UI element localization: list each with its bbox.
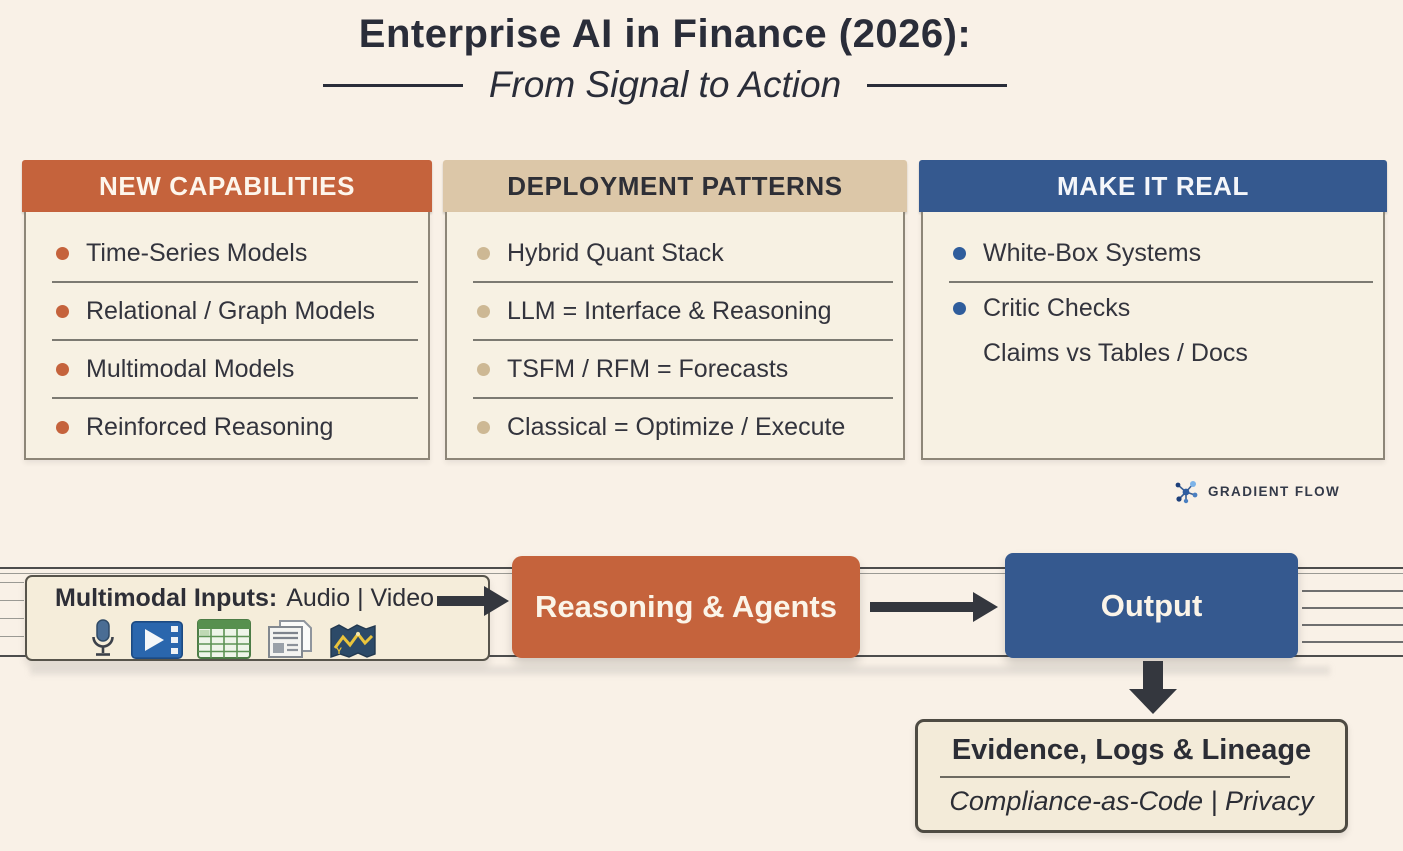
bullet-icon [477,246,490,260]
band-shadow [30,666,1330,675]
bullet-icon [953,301,966,315]
bullet-icon [477,420,490,434]
microphone-icon [92,619,114,656]
item-divider [473,281,893,283]
ruled-line [0,582,24,583]
ruled-line [1302,641,1403,643]
column-deployment-patterns: DEPLOYMENT PATTERNS Hybrid Quant Stack L… [443,160,907,460]
evidence-title: Evidence, Logs & Lineage [951,734,1312,766]
evidence-divider [940,776,1290,778]
column-new-capabilities: NEW CAPABILITIES Time-Series Models Rela… [22,160,432,460]
inputs-label-bold: Multimodal Inputs: [55,584,278,612]
subtitle-rule-right [867,83,1008,87]
list-item: Relational / Graph Models [26,283,428,339]
list-item-label: Classical = Optimize / Execute [507,412,846,441]
ruled-line [1302,590,1403,592]
subtitle-row: From Signal to Action [0,64,1330,106]
item-divider [949,281,1373,283]
arrow-right-icon [870,590,998,624]
multimodal-inputs-label: Multimodal Inputs: Audio | Video [55,584,434,613]
line-chart-icon: Y [330,624,376,658]
ruled-line [1302,607,1403,609]
video-player-icon [131,621,183,659]
ruled-line [0,618,24,619]
column-body: Hybrid Quant Stack LLM = Interface & Rea… [445,212,905,460]
list-item-label: Reinforced Reasoning [86,412,334,441]
bullet-icon [56,362,69,376]
item-divider [52,339,418,341]
list-item: Classical = Optimize / Execute [447,399,903,455]
item-divider [52,281,418,283]
reasoning-agents-label: Reasoning & Agents [535,589,837,624]
spreadsheet-icon [197,619,251,659]
item-divider [473,397,893,399]
ruled-line [1302,624,1403,626]
logo-wordmark: GRADIENT FLOW [1208,484,1341,499]
ruled-line [0,636,24,637]
bullet-icon [56,246,69,260]
evidence-box: Evidence, Logs & Lineage Compliance-as-C… [915,719,1348,833]
page-subtitle: From Signal to Action [488,64,842,105]
list-item: Time-Series Models [26,225,428,281]
list-item-label: Multimodal Models [86,354,295,383]
subtitle-rule-left [322,83,463,87]
list-item: Reinforced Reasoning [26,399,428,455]
column-header: MAKE IT REAL [919,160,1387,212]
bullet-icon [477,304,490,318]
list-item-label: LLM = Interface & Reasoning [507,296,832,325]
bullet-icon [953,246,966,260]
list-item-label: Critic Checks [983,293,1131,322]
header-block: Enterprise AI in Finance (2026): From Si… [0,12,1330,106]
list-item-label: TSFM / RFM = Forecasts [507,354,789,383]
list-item: Hybrid Quant Stack [447,225,903,281]
list-item: White-Box Systems [923,225,1383,281]
column-header: NEW CAPABILITIES [22,160,432,212]
column-make-it-real: MAKE IT REAL White-Box Systems Critic Ch… [919,160,1387,460]
list-item-label: Relational / Graph Models [86,296,376,325]
bullet-icon [56,420,69,434]
arrow-down-icon [1129,661,1177,714]
evidence-subtitle: Compliance-as-Code | Privacy [949,786,1314,816]
list-item-label: Time-Series Models [86,238,308,267]
page-title: Enterprise AI in Finance (2026): [358,12,972,56]
multimodal-inputs-box: Multimodal Inputs: Audio | Video [25,575,490,661]
gradient-flow-logo: GRADIENT FLOW [1173,478,1340,505]
bullet-icon [56,304,69,318]
arrow-right-icon [437,585,509,617]
list-item: LLM = Interface & Reasoning [447,283,903,339]
column-body: White-Box Systems Critic Checks Claims v… [921,212,1385,460]
ruled-line [0,600,24,601]
documents-icon [268,620,312,658]
list-item-subtext: Claims vs Tables / Docs [983,338,1248,367]
list-item-label: Hybrid Quant Stack [507,238,724,267]
list-item: Critic Checks [923,283,1383,333]
output-label: Output [1100,587,1203,623]
list-item-label: White-Box Systems [983,238,1202,267]
list-item: TSFM / RFM = Forecasts [447,341,903,397]
svg-text:Y: Y [336,646,342,656]
item-divider [52,397,418,399]
inputs-label-rest: Audio | Video [286,584,435,612]
item-divider [473,339,893,341]
list-item: Multimodal Models [26,341,428,397]
reasoning-agents-box: Reasoning & Agents [512,556,860,658]
output-box: Output [1005,553,1298,658]
network-icon [1175,481,1198,504]
input-icons-row: Y [89,619,377,659]
bullet-icon [477,362,490,376]
column-body: Time-Series Models Relational / Graph Mo… [24,212,430,460]
column-header: DEPLOYMENT PATTERNS [443,160,907,212]
